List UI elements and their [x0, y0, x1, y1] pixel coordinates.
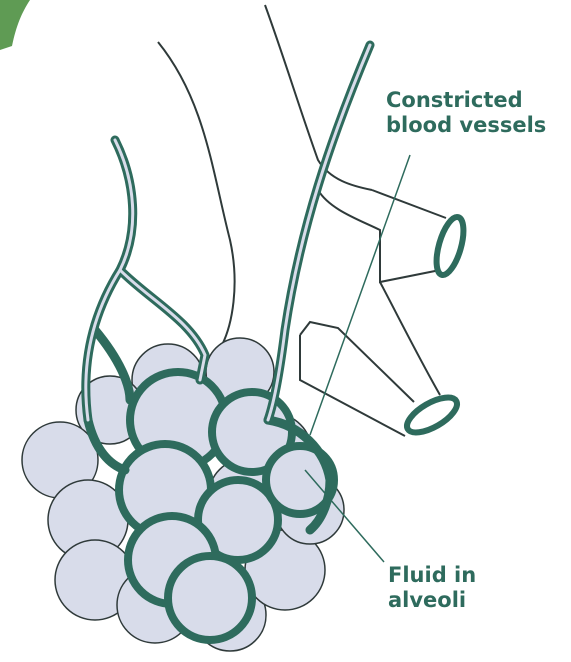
leader-line-constricted [310, 155, 410, 435]
label-constricted-line2: blood vessels [386, 113, 546, 138]
bronchiole-opening-upper [431, 214, 469, 278]
blood-vessel-main [268, 45, 370, 420]
airway-outline-right [265, 5, 372, 190]
label-constricted-vessels: Constricted blood vessels [386, 88, 546, 138]
corner-leaf-shape [0, 0, 30, 50]
label-fluid-line1: Fluid in [388, 563, 476, 588]
airway-outline-left [158, 42, 235, 345]
alveolus-rim [168, 556, 252, 640]
label-constricted-line1: Constricted [386, 88, 546, 113]
bronchiole-openings [402, 214, 469, 439]
label-fluid-line2: alveoli [388, 588, 476, 613]
label-fluid-in-alveoli: Fluid in alveoli [388, 563, 476, 613]
bronchiole-upper [318, 190, 446, 282]
